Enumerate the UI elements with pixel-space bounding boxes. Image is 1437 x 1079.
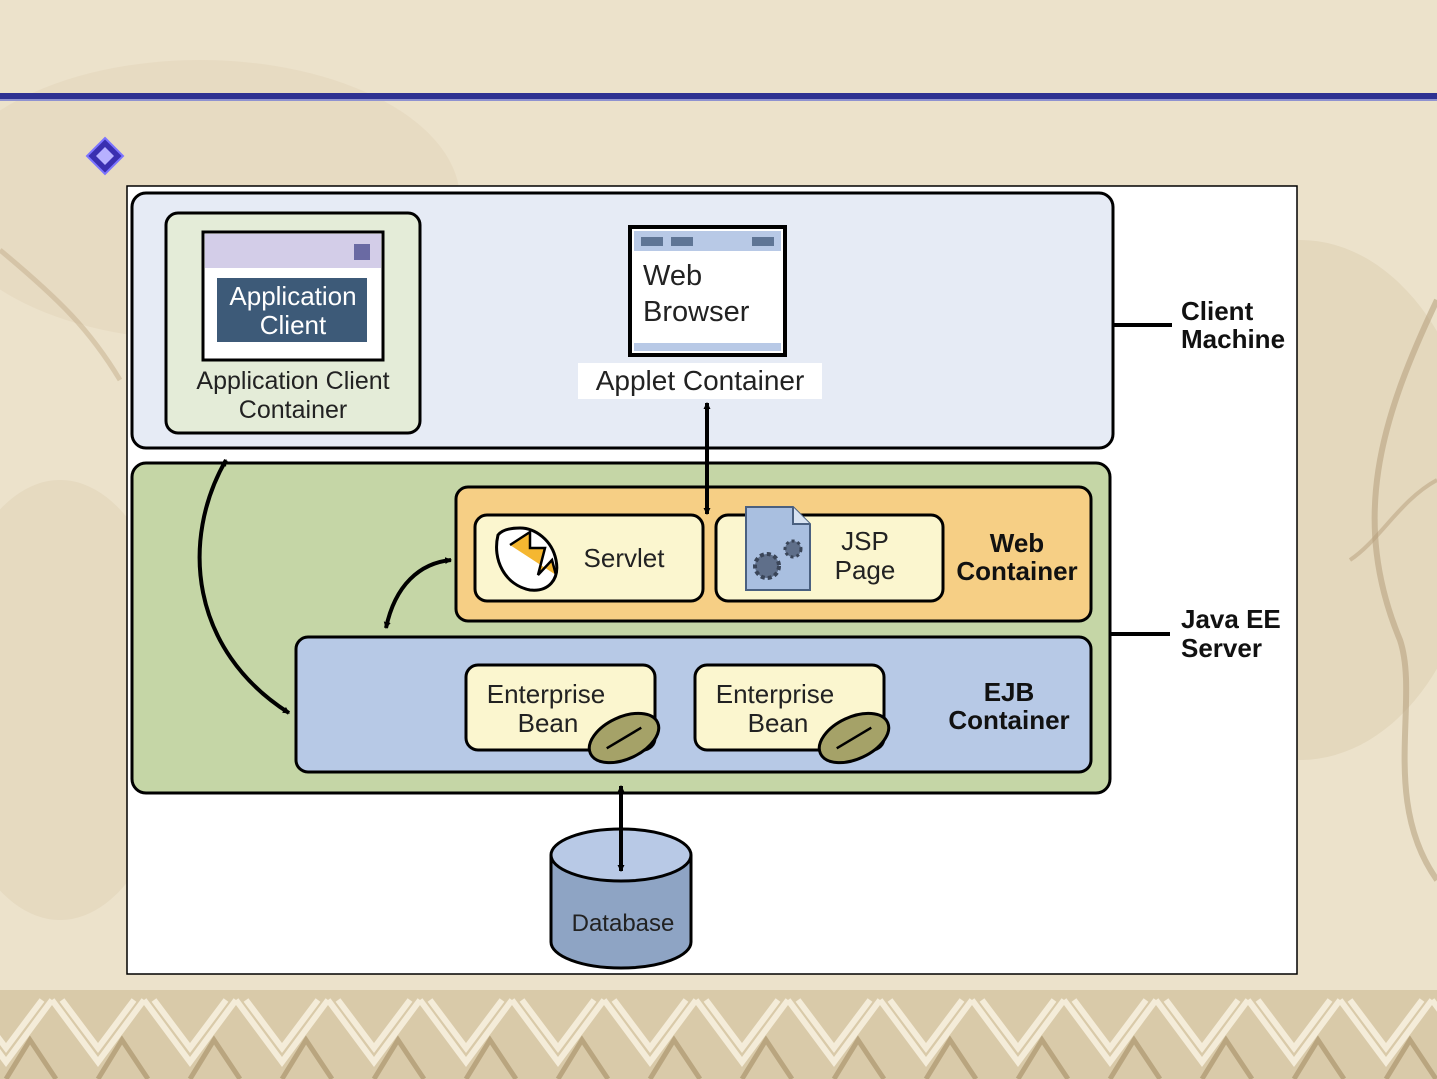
bean-icon xyxy=(817,711,891,765)
web-browser-line1: Web xyxy=(643,260,702,292)
lattice-motif xyxy=(1245,998,1343,1068)
lattice-motif xyxy=(509,998,607,1068)
application-client-container-line2: Container xyxy=(239,396,347,424)
client-machine-label-line1: Client xyxy=(1181,296,1254,326)
enterprise-bean-label-line2: Bean xyxy=(518,708,579,738)
lattice-motif xyxy=(1199,1035,1255,1079)
lattice-motif xyxy=(555,1035,611,1079)
ejb-container-label-line1: EJB xyxy=(984,677,1035,707)
lattice-motif xyxy=(1107,1035,1163,1079)
enterprise-bean-label-line1: Enterprise xyxy=(716,679,835,709)
enterprise-bean-label-line1: Enterprise xyxy=(487,679,606,709)
application-client-container-line1: Application Client xyxy=(196,367,389,395)
browser-tab-icon xyxy=(641,237,663,246)
lattice-motif xyxy=(463,1035,519,1079)
lattice-motif xyxy=(601,998,699,1068)
lattice-motif xyxy=(1015,1035,1071,1079)
arrow-ejb-to-web xyxy=(383,557,453,630)
gear-icon xyxy=(783,539,803,559)
bean-icon xyxy=(587,711,661,765)
lattice-motif xyxy=(3,1035,59,1079)
browser-tab-icon xyxy=(671,237,693,246)
database: Database xyxy=(549,827,693,970)
lattice-motif xyxy=(95,1035,151,1079)
applet-container: Web Browser Applet Container xyxy=(578,225,822,399)
jsp-page-icon xyxy=(745,506,811,591)
jsp-page-component: JSP Page xyxy=(714,506,945,603)
enterprise-bean-1: Enterprise Bean xyxy=(464,663,661,765)
lattice-motif xyxy=(1061,998,1159,1068)
servlet-label: Servlet xyxy=(584,543,666,573)
jsp-label-line1: JSP xyxy=(841,526,889,556)
lattice-motif xyxy=(233,998,331,1068)
lattice-motif xyxy=(187,1035,243,1079)
jsp-label-line2: Page xyxy=(835,555,896,585)
arrow-appclient-to-ejb xyxy=(197,459,291,715)
lattice-motif xyxy=(279,1035,335,1079)
title-rule xyxy=(0,93,1437,101)
window-control-icon xyxy=(354,244,370,260)
client-machine-label-line2: Machine xyxy=(1181,324,1285,354)
database-label: Database xyxy=(572,910,675,937)
web-container-label-line1: Web xyxy=(990,528,1044,558)
lattice-motif xyxy=(1291,1035,1347,1079)
lattice-motif xyxy=(325,998,423,1068)
enterprise-bean-2: Enterprise Bean xyxy=(693,663,891,765)
lattice-motif xyxy=(1337,998,1435,1068)
servlet-icon xyxy=(495,526,559,592)
applet-container-label: Applet Container xyxy=(596,365,805,396)
diamond-bullet-icon xyxy=(85,136,125,176)
lattice-motif xyxy=(371,1035,427,1079)
lattice-motif xyxy=(1383,1035,1437,1079)
lattice-motif xyxy=(49,998,147,1068)
gear-icon xyxy=(753,552,781,580)
java-ee-server-label-line2: Server xyxy=(1181,633,1262,663)
servlet-component: Servlet xyxy=(473,513,705,603)
ejb-container-label-line2: Container xyxy=(948,705,1069,735)
browser-control-icon xyxy=(752,237,774,246)
lattice-motif xyxy=(417,998,515,1068)
application-client-inner-line2: Client xyxy=(260,310,327,340)
lattice-motif xyxy=(1153,998,1251,1068)
web-container-label-line2: Container xyxy=(956,556,1077,586)
application-client-window: Application Client xyxy=(201,230,385,362)
lattice-motif xyxy=(141,998,239,1068)
ejb-container: EJB Container Enterprise Bean Enterprise… xyxy=(294,635,1093,774)
web-browser-line2: Browser xyxy=(643,296,750,328)
application-client-container: Application Client Application Client Co… xyxy=(164,211,422,435)
lattice-motif xyxy=(647,1035,703,1079)
architecture-diagram: Client Machine Application Client Applic… xyxy=(126,185,1298,975)
java-ee-server-label-line1: Java EE xyxy=(1181,604,1281,634)
chinese-lattice-border xyxy=(0,990,1437,1079)
enterprise-bean-label-line2: Bean xyxy=(748,708,809,738)
lattice-motif xyxy=(785,998,883,1068)
application-client-inner-line1: Application xyxy=(229,281,356,311)
lattice-motif xyxy=(739,1035,795,1079)
lattice-motif xyxy=(831,1035,887,1079)
web-browser-window: Web Browser xyxy=(628,225,787,357)
lattice-motif xyxy=(877,998,975,1068)
lattice-motif xyxy=(923,1035,979,1079)
web-container: Web Container Servlet JSP Pag xyxy=(454,485,1093,623)
lattice-motif xyxy=(693,998,791,1068)
lattice-motif xyxy=(0,998,55,1068)
connector-arrows xyxy=(197,401,711,873)
lattice-motif xyxy=(969,998,1067,1068)
